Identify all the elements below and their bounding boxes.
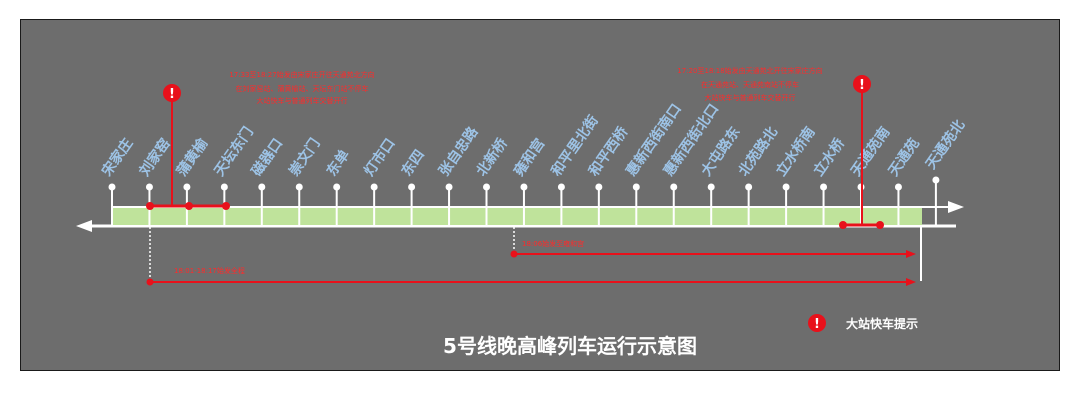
north-express-marker-icon: [853, 75, 871, 93]
station-dot: [745, 183, 753, 191]
station-label: 磁器口: [248, 135, 286, 179]
north-marker-glyph: !: [859, 78, 865, 93]
station-label: 北新桥: [473, 134, 512, 179]
south-marker-glyph: !: [169, 87, 175, 102]
south-note-1: 17:33至18:27始发由宋家庄开往天通苑北方向: [229, 70, 374, 79]
long-span-label: 18:01-18:17始发全程: [174, 266, 245, 275]
station-dot: [782, 183, 790, 191]
station-label: 立水桥: [810, 134, 849, 179]
south-skip-dot-tiantan: [222, 202, 230, 210]
long-span-arrow: [906, 278, 916, 286]
north-skip-dot-tiantongyuan: [876, 221, 884, 229]
station-label: 东四: [398, 147, 428, 180]
south-express-marker-icon: [163, 84, 181, 102]
station-label: 宋家庄: [98, 135, 137, 180]
station-dot: [220, 183, 228, 191]
north-note-3: 大站快车与普通列车交替开行: [705, 93, 796, 102]
legend-glyph: !: [814, 317, 820, 332]
station-label: 东单: [323, 147, 353, 180]
station-dot: [370, 183, 378, 191]
diagram-title: 5号线晚高峰列车运行示意图: [443, 334, 697, 358]
axis-arrow-right: [948, 201, 964, 213]
station-dot: [820, 183, 828, 191]
station-dot: [408, 183, 416, 191]
station-label: 刘家窑: [136, 135, 174, 179]
station-dot: [445, 183, 453, 191]
short-span-start: [510, 250, 518, 258]
north-note-2: 在天通苑站、天通苑南站不停车: [701, 80, 799, 89]
station-dot: [670, 183, 678, 191]
station-dot: [894, 183, 902, 191]
station-dot: [483, 183, 490, 191]
north-skip-dot-tiantongyuannan: [839, 221, 847, 229]
legend-exclamation-icon: [808, 314, 826, 332]
short-span-label: 18:06始发至雍和宫: [522, 239, 584, 248]
station-dot: [183, 183, 191, 191]
legend-label: 大站快车提示: [846, 316, 918, 331]
station-dot: [333, 183, 341, 191]
station-dot: [932, 176, 940, 184]
station-label: 雍和宫: [510, 135, 548, 179]
south-note-2: 在刘家窑站、蒲黄榆站、天坛东门站不停车: [236, 84, 369, 93]
station-dot: [707, 183, 715, 191]
station-dot: [145, 183, 153, 191]
station-dot: [520, 183, 528, 191]
station-dot: [258, 183, 266, 191]
station-dot: [108, 183, 116, 191]
station-dot: [632, 183, 640, 191]
station-label: 蒲黄榆: [173, 134, 212, 179]
station-label: 灯市口: [361, 135, 399, 179]
station-dot: [295, 183, 303, 191]
station-label: 崇文门: [286, 135, 324, 179]
station-dot: [557, 183, 565, 191]
north-note-1: 17:20至18:18始发由天通苑北开往宋家庄方向: [677, 66, 822, 75]
short-span-arrow: [906, 250, 916, 258]
south-skip-dot-puhuangyu: [185, 202, 193, 210]
station-dot: [595, 183, 603, 191]
station-label: 天通苑: [886, 136, 923, 180]
diagram-frame: [20, 19, 1060, 371]
long-span-start: [146, 278, 154, 286]
south-note-3: 大站快车与普通列车交替开行: [257, 96, 348, 105]
axis-arrow-left: [76, 220, 92, 232]
south-skip-dot-liujiayao: [146, 202, 154, 210]
track-band: [112, 208, 922, 225]
station-label: 天通苑北: [923, 117, 968, 172]
